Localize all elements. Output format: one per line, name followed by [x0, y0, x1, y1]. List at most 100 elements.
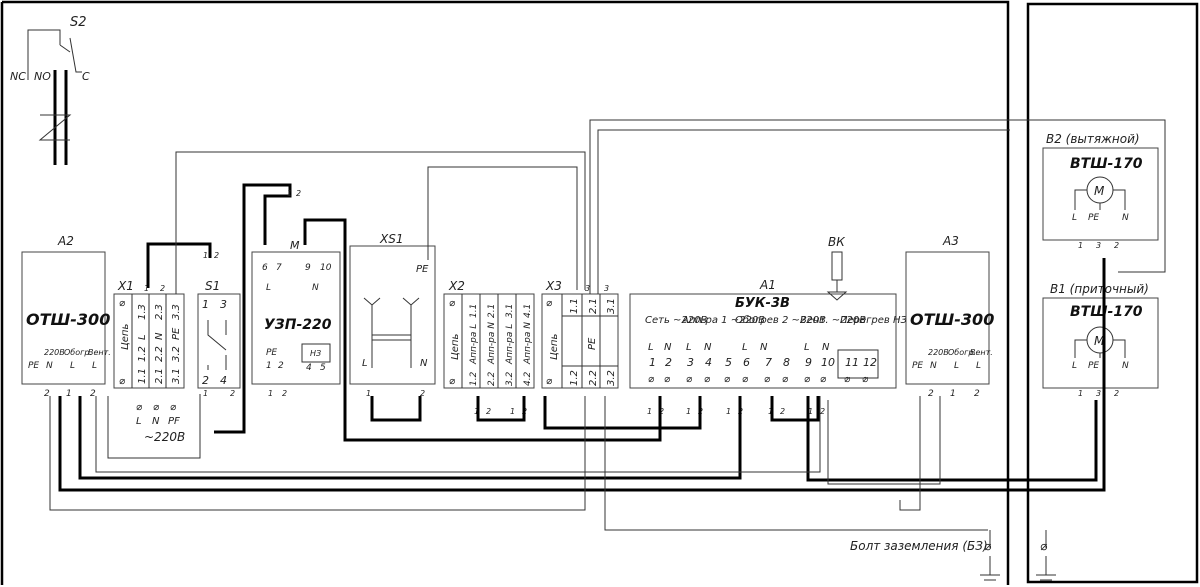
x3-ref: X3 [545, 279, 562, 293]
svg-text:1.1: 1.1 [569, 298, 580, 314]
fan-b2: B2 (вытяжной) ВТШ-170 M L PE N 1 3 2 [1042, 132, 1159, 250]
svg-text:2: 2 [1114, 241, 1119, 250]
svg-text:2: 2 [90, 389, 96, 399]
svg-text:1: 1 [510, 407, 515, 416]
svg-text:Апп-ра 1 ~220В: Апп-ра 1 ~220В [681, 315, 765, 326]
svg-text:L: L [954, 361, 959, 371]
a1-terminal-screw: ⌀ [764, 374, 771, 385]
uzp-title: УЗП-220 [264, 317, 332, 333]
svg-text:PE: PE [266, 348, 277, 358]
svg-text:7: 7 [276, 263, 282, 273]
svg-text:2: 2 [420, 389, 425, 398]
svg-text:3.1: 3.1 [171, 368, 182, 384]
svg-text:2.1: 2.1 [154, 368, 165, 384]
svg-text:4.1: 4.1 [523, 304, 533, 318]
a1-ref: A1 [759, 278, 776, 292]
a1-terminal-screw: ⌀ [724, 374, 731, 385]
svg-text:2.2: 2.2 [588, 370, 599, 386]
fan-frame [1026, 2, 1199, 584]
svg-text:Цепь: Цепь [120, 324, 131, 350]
svg-text:L: L [136, 416, 142, 427]
svg-text:M: M [1094, 184, 1105, 198]
svg-text:2: 2 [282, 389, 287, 398]
svg-text:1: 1 [1078, 241, 1083, 250]
svg-text:L: L [648, 342, 654, 353]
svg-text:Обогр.: Обогр. [948, 348, 976, 357]
svg-text:1: 1 [686, 407, 691, 416]
svg-text:⌀: ⌀ [449, 376, 456, 387]
svg-text:PE: PE [1088, 361, 1099, 371]
s1-ref: S1 [205, 279, 220, 293]
svg-text:⌀: ⌀ [546, 376, 553, 387]
svg-text:2: 2 [486, 407, 491, 416]
svg-text:4: 4 [306, 363, 312, 373]
svg-text:⌀: ⌀ [170, 402, 177, 413]
svg-text:⌀: ⌀ [119, 298, 126, 309]
svg-text:⌀: ⌀ [153, 402, 160, 413]
svg-text:N: N [312, 283, 319, 293]
svg-text:3: 3 [220, 298, 227, 311]
svg-text:1: 1 [268, 389, 273, 398]
svg-text:1: 1 [950, 389, 956, 399]
svg-text:1: 1 [647, 407, 652, 416]
a2-unit: A2 ОТШ-300 220В Обогр. Вент. PE N L L 2 … [21, 234, 111, 399]
svg-text:Вент.: Вент. [88, 348, 111, 357]
svg-text:2: 2 [160, 284, 165, 293]
a3-title: ОТШ-300 [910, 310, 994, 329]
svg-text:1: 1 [726, 407, 731, 416]
svg-text:N: N [1122, 213, 1129, 223]
main-frame [2, 0, 1010, 585]
svg-text:2: 2 [659, 407, 664, 416]
a1-pin-label: 4 [705, 356, 712, 369]
s2-c-label: C [82, 70, 90, 83]
svg-text:6: 6 [262, 263, 268, 273]
svg-text:1.2: 1.2 [569, 370, 580, 386]
svg-text:L: L [804, 342, 810, 353]
s2-no-label: NO [34, 70, 51, 83]
svg-text:4.2: 4.2 [523, 371, 533, 386]
svg-text:1.2: 1.2 [137, 346, 148, 362]
b2-title: ВТШ-170 [1070, 156, 1143, 172]
svg-text:L: L [266, 283, 271, 293]
svg-text:L: L [742, 342, 748, 353]
svg-text:N: N [760, 342, 768, 353]
svg-text:1: 1 [366, 389, 371, 398]
a1-pin-label: 11 [845, 356, 859, 369]
svg-text:1: 1 [203, 389, 208, 398]
svg-text:2: 2 [928, 389, 934, 399]
switch-s2: S2 NC NO C [10, 15, 90, 165]
svg-text:L: L [137, 334, 148, 340]
svg-text:220В: 220В [928, 348, 949, 357]
svg-text:Перегрев НЗ: Перегрев НЗ [840, 315, 908, 326]
svg-text:⌀: ⌀ [984, 539, 992, 553]
x1-voltage: ~220В [144, 430, 185, 444]
svg-text:3.2: 3.2 [606, 370, 617, 386]
x2-ref: X2 [448, 279, 465, 293]
svg-text:3.2: 3.2 [505, 371, 515, 386]
svg-text:2: 2 [214, 251, 219, 260]
a3-ref: A3 [942, 234, 959, 248]
svg-text:1.1: 1.1 [469, 304, 479, 318]
svg-text:4: 4 [220, 374, 227, 387]
svg-text:2.2: 2.2 [154, 346, 165, 362]
uzp-220-unit: M 6 7 9 10 L N УЗП-220 PE 1 2 НЗ 4 5 1 2 [251, 239, 341, 398]
svg-text:10: 10 [320, 263, 332, 273]
a1-pin-label: 12 [863, 356, 877, 369]
a1-terminal-screw: ⌀ [782, 374, 789, 385]
svg-text:M: M [290, 239, 300, 252]
a1-pin-label: 5 [725, 356, 732, 369]
b1-title: ВТШ-170 [1070, 304, 1143, 320]
svg-text:PE: PE [28, 361, 39, 371]
svg-text:1: 1 [203, 251, 208, 260]
svg-text:PE: PE [416, 264, 429, 275]
a1-terminal-screw: ⌀ [704, 374, 711, 385]
svg-text:5: 5 [320, 363, 326, 373]
terminal-x2: X2 Цепь 1.1 2.1 3.1 4.1 Апп-ра L Апп-ра … [443, 279, 535, 416]
svg-text:L: L [362, 358, 368, 369]
svg-text:3.2: 3.2 [171, 346, 182, 362]
svg-text:Цепь: Цепь [450, 334, 461, 360]
svg-text:2.2: 2.2 [487, 371, 497, 386]
svg-text:Апп-ра L: Апп-ра L [469, 324, 479, 365]
svg-text:2.1: 2.1 [588, 298, 599, 314]
